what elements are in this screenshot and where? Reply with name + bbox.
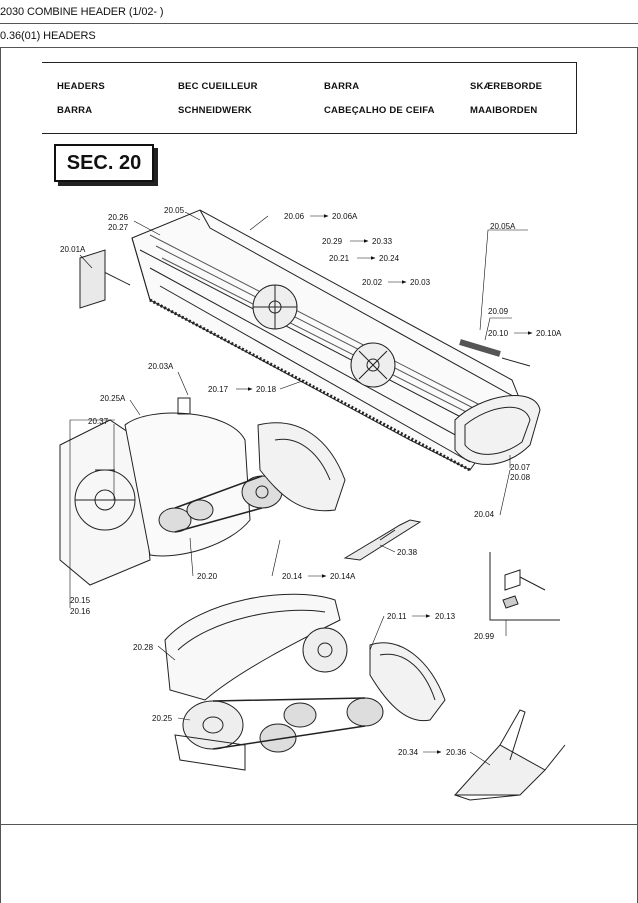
translation-frame — [42, 62, 577, 134]
crop-divider-drawing — [453, 709, 566, 801]
section-badge: SEC. 20 — [54, 144, 158, 186]
section-title: 0.36(01) HEADERS — [0, 30, 96, 42]
callout-20-03a: 20.03A — [148, 362, 174, 371]
callout-20-09: 20.09 — [488, 307, 509, 316]
lang-nl: MAAIBORDEN — [470, 105, 538, 116]
callout-20-10a: 20.10A — [536, 329, 562, 338]
document-title: 2030 COMBINE HEADER (1/02- ) — [0, 6, 164, 18]
callout-20-06: 20.06 — [284, 212, 305, 221]
lang-de: SCHNEIDWERK — [178, 105, 252, 116]
knife-section-drawing — [343, 519, 422, 561]
lang-da: SKÆREBORDE — [470, 81, 543, 92]
callout-20-02: 20.02 — [362, 278, 383, 287]
hardware-inset-drawing — [489, 552, 560, 621]
callout-20-03: 20.03 — [410, 278, 431, 287]
callout-20-17: 20.17 — [208, 385, 229, 394]
callout-20-13: 20.13 — [435, 612, 456, 621]
footer-divider — [0, 824, 638, 825]
callout-20-24: 20.24 — [379, 254, 400, 263]
callout-20-25: 20.25 — [152, 714, 173, 723]
callout-20-14: 20.14 — [282, 572, 303, 581]
lang-fr: BEC CUEILLEUR — [178, 81, 258, 92]
callout-20-99: 20.99 — [474, 632, 495, 641]
callout-20-36: 20.36 — [446, 748, 467, 757]
callout-20-34: 20.34 — [398, 748, 419, 757]
callout-20-11: 20.11 — [387, 612, 407, 621]
callout-20-18: 20.18 — [256, 385, 277, 394]
callout-20-20: 20.20 — [197, 572, 218, 581]
leader-lines — [69, 211, 533, 766]
callout-20-27: 20.27 — [108, 223, 129, 232]
callout-20-33: 20.33 — [372, 237, 393, 246]
callout-20-14a: 20.14A — [330, 572, 356, 581]
lang-es: BARRA — [57, 105, 93, 116]
callout-20-06a: 20.06A — [332, 212, 358, 221]
header-bottom-divider — [0, 47, 638, 48]
callout-20-25a: 20.25A — [100, 394, 126, 403]
header-divider — [0, 23, 638, 24]
callout-20-05: 20.05 — [164, 206, 185, 215]
callout-20-01a: 20.01A — [60, 245, 86, 254]
callout-20-10: 20.10 — [488, 329, 509, 338]
left-drive-drawing — [59, 397, 346, 586]
callout-20-15: 20.15 — [70, 596, 91, 605]
callout-20-07: 20.07 — [510, 463, 531, 472]
callout-20-37: 20.37 — [88, 417, 109, 426]
callout-20-28: 20.28 — [133, 643, 154, 652]
bottom-drive-drawing — [164, 593, 446, 771]
left-border — [0, 47, 1, 903]
callout-20-38: 20.38 — [397, 548, 418, 557]
section-badge-label: SEC. 20 — [54, 144, 154, 182]
callout-20-29: 20.29 — [322, 237, 343, 246]
callout-20-26: 20.26 — [108, 213, 129, 222]
callout-20-04: 20.04 — [474, 510, 495, 519]
callout-20-05a: 20.05A — [490, 222, 516, 231]
callout-20-08: 20.08 — [510, 473, 531, 482]
lang-en-1: HEADERS — [57, 81, 105, 92]
callout-20-16: 20.16 — [70, 607, 91, 616]
callout-20-21: 20.21 — [329, 254, 350, 263]
lang-it: BARRA — [324, 81, 360, 92]
lang-pt: CABEÇALHO DE CEIFA — [324, 105, 435, 116]
header-frame-drawing — [79, 209, 541, 472]
